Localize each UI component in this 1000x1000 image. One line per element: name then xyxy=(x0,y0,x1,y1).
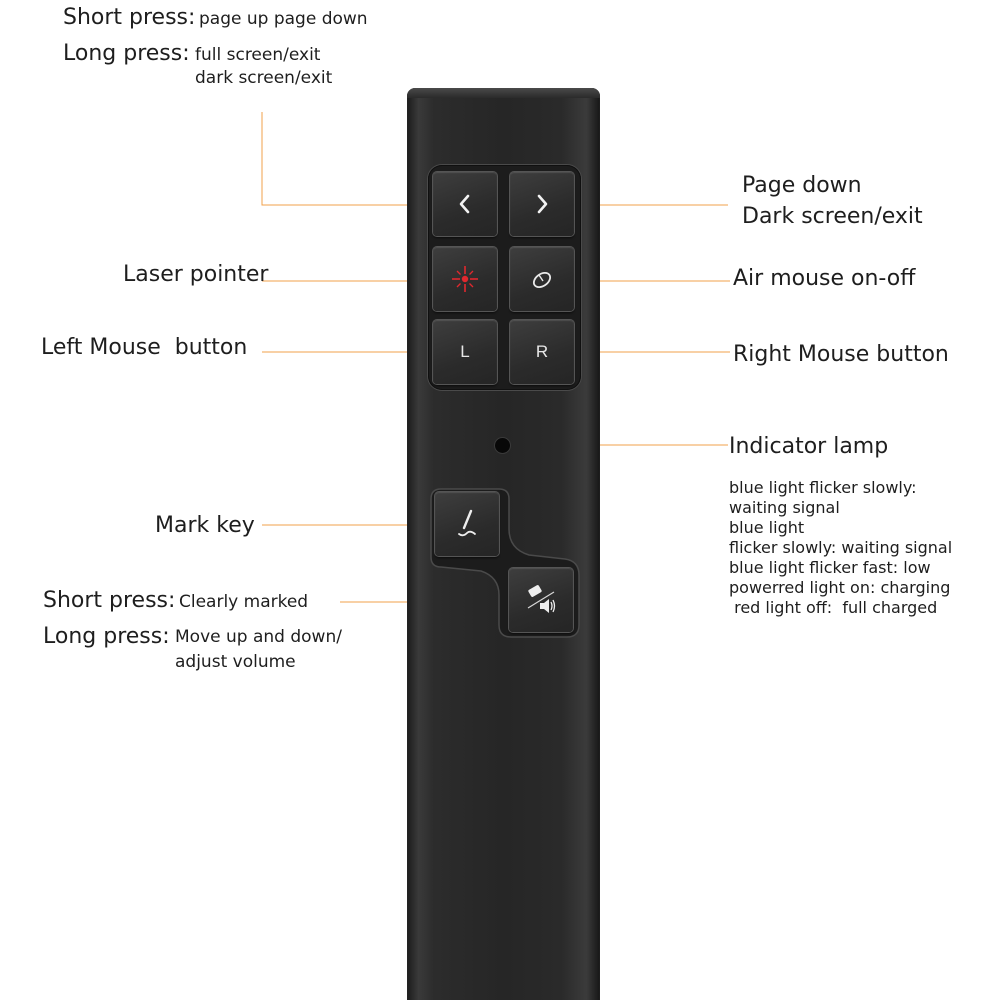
bottom-long-press-label: Long press: xyxy=(43,624,170,649)
leader-line-page-up xyxy=(261,112,435,206)
indicator-line: waiting signal xyxy=(729,498,840,517)
mark-key-button[interactable] xyxy=(435,492,499,556)
chevron-right-icon xyxy=(537,194,548,214)
air-mouse-label: Air mouse on-off xyxy=(733,266,916,291)
indicator-line: flicker slowly: waiting signal xyxy=(729,538,953,557)
indicator-line: blue light xyxy=(729,518,805,537)
laser-pointer-button[interactable] xyxy=(433,247,497,311)
laser-pointer-label: Laser pointer xyxy=(123,262,269,287)
right-mouse-label: Right Mouse button xyxy=(733,342,949,367)
top-short-press-label: Short press: xyxy=(63,5,196,30)
bottom-long-press-value-1: Move up and down/ xyxy=(175,627,342,647)
eraser-volume-icon xyxy=(527,585,556,613)
right-key-label: R xyxy=(535,342,549,361)
chevron-left-icon xyxy=(459,194,470,214)
indicator-line: red light off: full charged xyxy=(729,598,938,617)
left-key-label: L xyxy=(460,342,470,361)
air-mouse-button[interactable] xyxy=(510,247,574,311)
indicator-lamp xyxy=(495,438,510,453)
top-long-press-value-1: full screen/exit xyxy=(195,45,321,65)
dark-screen-label: Dark screen/exit xyxy=(742,204,923,229)
indicator-line: powerred light on: charging xyxy=(729,578,951,597)
bottom-short-press-value: Clearly marked xyxy=(179,592,309,612)
page-down-button[interactable] xyxy=(510,172,574,236)
indicator-description: blue light flicker slowly: waiting signa… xyxy=(729,478,952,618)
bottom-short-press-label: Short press: xyxy=(43,588,176,613)
eraser-volume-button[interactable] xyxy=(509,568,573,632)
top-short-press-value: page up page down xyxy=(199,9,368,29)
indicator-line: blue light flicker fast: low xyxy=(729,558,931,577)
page-down-label: Page down xyxy=(742,173,862,198)
mouse-icon xyxy=(532,271,552,289)
top-long-press-value-2: dark screen/exit xyxy=(195,68,333,88)
mark-key-label: Mark key xyxy=(155,513,255,538)
pen-icon xyxy=(458,509,476,537)
bottom-long-press-value-2: adjust volume xyxy=(175,652,296,672)
left-mouse-button[interactable]: L xyxy=(433,320,497,384)
indicator-line: blue light flicker slowly: xyxy=(729,478,917,497)
right-mouse-button[interactable]: R xyxy=(510,320,574,384)
indicator-lamp-title: Indicator lamp xyxy=(729,434,889,459)
top-long-press-label: Long press: xyxy=(63,41,190,66)
left-mouse-label: Left Mouse button xyxy=(41,335,248,360)
page-up-button[interactable] xyxy=(433,172,497,236)
remote-top-edge xyxy=(407,88,600,98)
laser-crosshair-icon xyxy=(452,266,478,292)
